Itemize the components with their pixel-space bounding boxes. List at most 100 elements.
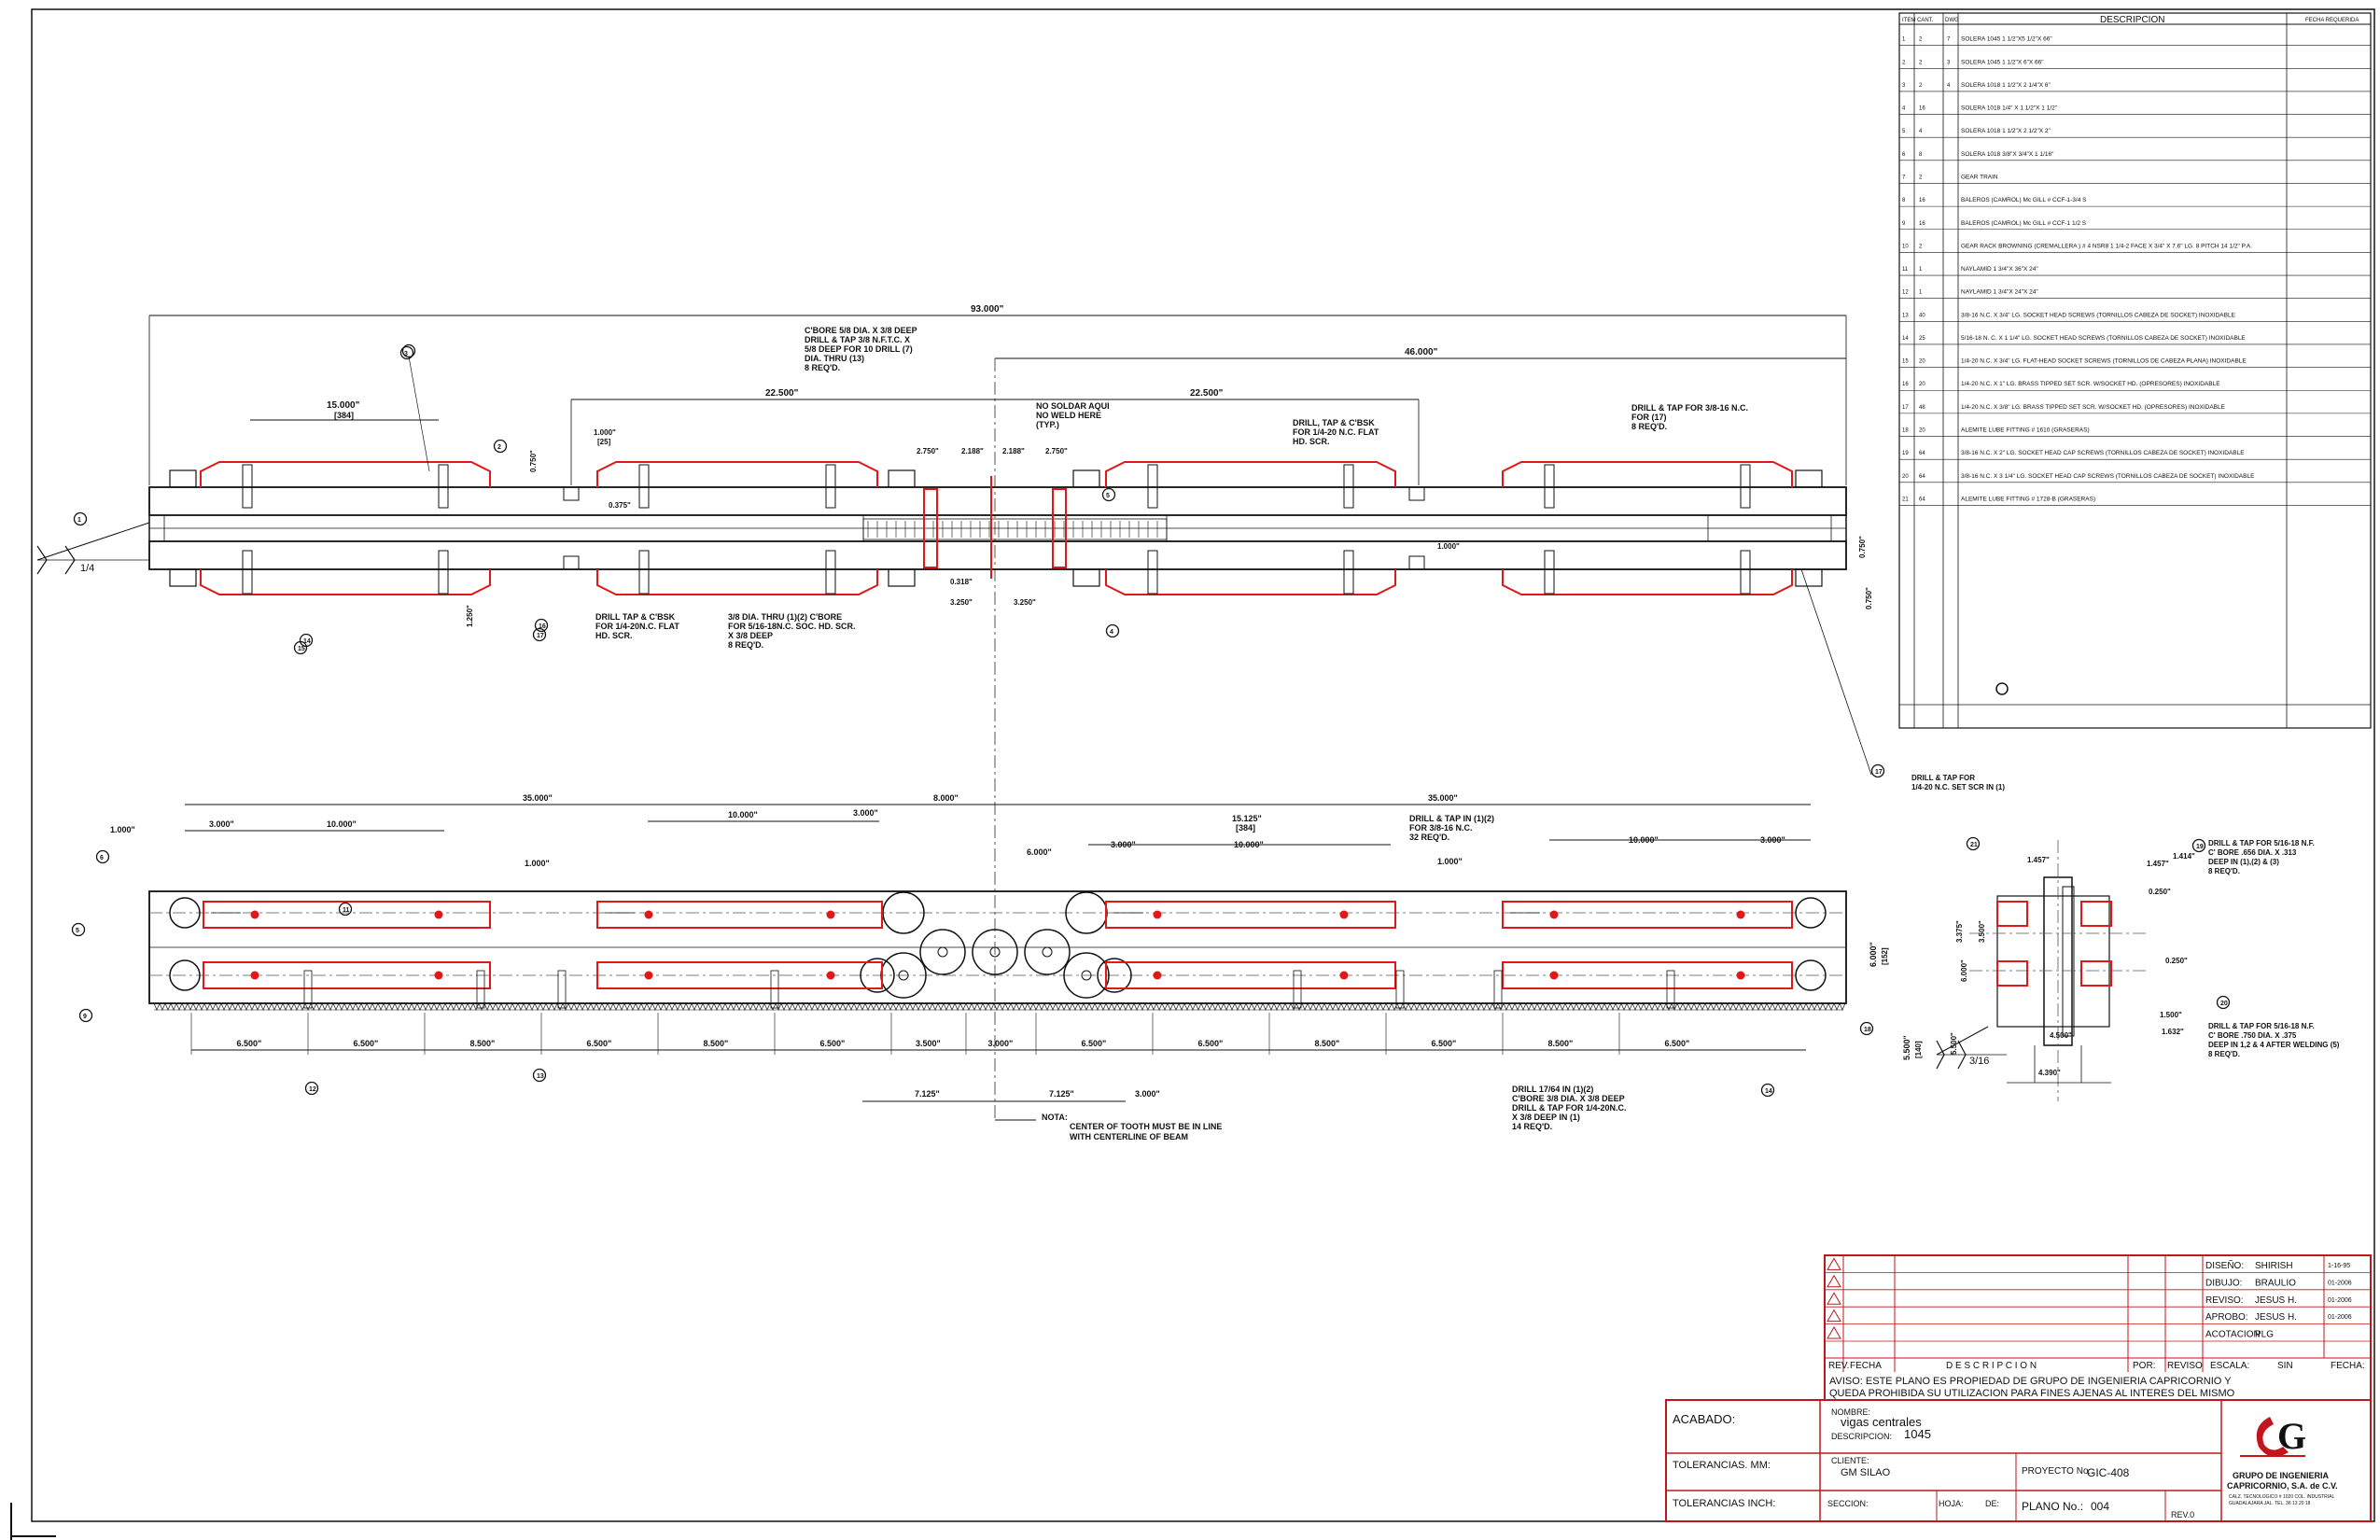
rev-header-escala-val: SIN (2277, 1361, 2293, 1371)
dim-3000a: 3.000" (209, 819, 234, 829)
weld-size-top: 1/4 (80, 563, 94, 574)
tb-hoja: HOJA: (1939, 1499, 1964, 1508)
bom-item: 4 (1902, 106, 1906, 112)
dim-bottom-3: 6.500" (587, 1039, 612, 1048)
top-view-assembly: 93.000" 46.000" 22.500" 22.500" 15.000" … (36, 304, 1873, 1120)
balloon-number: 3 (404, 351, 408, 357)
approval-label: APROBO: (2205, 1312, 2248, 1323)
dim-e3: 1.000" (1437, 857, 1463, 866)
dim-d10: 1.250" (466, 605, 474, 627)
dim-3000d: 3.000" (1760, 835, 1785, 845)
dim-left-span: 22.500" (765, 388, 799, 399)
dim-bottom-10: 8.500" (1315, 1039, 1340, 1048)
front-view-assembly: 35.000" 35.000" 8.000" 6.000" 3.000" 10.… (110, 793, 1923, 1141)
dim-half: 46.000" (1405, 347, 1438, 357)
balloon-number: 17 (1875, 769, 1883, 776)
dim-seg2: 10.000" (728, 810, 758, 819)
dim-top-r-mm: [384] (1236, 823, 1255, 833)
dim-seg1: 10.000" (327, 819, 357, 829)
bom-cant: 2 (1919, 244, 1923, 249)
dim-d7: 3.250" (950, 598, 973, 607)
bom-item: 17 (1902, 405, 1909, 411)
bom-cant: 2 (1919, 83, 1923, 89)
dim-overall: 93.000" (971, 304, 1004, 315)
tb-proyecto: GIC-408 (2087, 1466, 2130, 1479)
bom-header-descripcion: DESCRIPCION (2100, 15, 2164, 25)
tb-descripcion: 1045 (1904, 1427, 1931, 1441)
approval-label: DISEÑO: (2205, 1259, 2244, 1271)
approval-date: 01-2006 (2328, 1297, 2352, 1304)
bom-cant: 16 (1919, 221, 1925, 227)
dim-bottom-c2: 6.000" (1027, 847, 1052, 857)
balloon-number: 2 (497, 444, 501, 451)
bom-desc: 3/8-16 N.C. X 2" LG. SOCKET HEAD CAP SCR… (1961, 450, 2245, 456)
dim-7125a: 7.125" (915, 1089, 940, 1099)
note-drill-r-line: HD. SCR. (1293, 437, 1330, 446)
dim-d1: 1.000" (594, 428, 616, 437)
tb-de: DE: (1985, 1499, 1999, 1508)
balloon (493, 439, 508, 454)
upper-beam (148, 486, 1847, 516)
bom-desc: GEAR RACK BROWNING (CREMALLERA ) # 4 NSR… (1961, 243, 2252, 249)
bom-cant: 1 (1919, 267, 1923, 273)
section-dim-d_e: 1.500" (2160, 1011, 2182, 1019)
balloon-number: 11 (343, 907, 350, 914)
bom-desc: SOLERA 1018 3/8"X 3/4"X 1 1/16" (1961, 151, 2054, 158)
dim-d1mm: [25] (597, 438, 611, 446)
dim-d4: 2.188" (961, 447, 984, 455)
rev-header-reviso: REVISO (2167, 1361, 2203, 1371)
balloon-number: 15 (298, 646, 305, 652)
dim-d14: 0.750" (1858, 536, 1867, 558)
note-drill-bot-f-line: DRILL & TAP FOR 1/4-20N.C. (1512, 1103, 1627, 1113)
note-drill-l-line: HD. SCR. (595, 631, 633, 640)
section-note-line: DEEP IN 1,2 & 4 AFTER WELDING (5) (2208, 1041, 2340, 1049)
note-drill-front-top: DRILL & TAP IN (1)(2)FOR 3/8-16 N.C.32 R… (1409, 814, 1494, 842)
dim-d3: 2.750" (917, 447, 939, 455)
tb-company4: GUADALAJARA JAL. TEL. 36 13 20 18 (2229, 1501, 2311, 1506)
dim-3000b: 3.000" (853, 808, 878, 818)
note-thru-line: X 3/8 DEEP (728, 631, 773, 640)
bom-cant: 2 (1919, 37, 1923, 43)
dim-seg-mm: [384] (334, 411, 354, 420)
bom-item: 16 (1902, 382, 1909, 387)
section-dim-d_h: 4.390" (2038, 1069, 2061, 1077)
bom-desc: GEAR TRAIN (1961, 174, 1998, 180)
bom-desc: 1/4-20 N.C. X 1" LG. BRASS TIPPED SET SC… (1961, 381, 2220, 387)
balloon-number: 18 (1864, 1027, 1871, 1033)
section-note-line: 8 REQ'D. (2208, 1050, 2240, 1058)
bom-desc: 3/8-16 N.C. X 3/4" LG. SOCKET HEAD SCREW… (1961, 312, 2236, 318)
approval-date: 01-2006 (2328, 1314, 2352, 1321)
note-drill-tap-r-line: FOR (17) (1631, 413, 1667, 422)
nota-line2: WITH CENTERLINE OF BEAM (1070, 1132, 1188, 1141)
dim-d13: 1.000" (1437, 542, 1460, 551)
approval-label: DIBUJO: (2205, 1278, 2242, 1288)
balloon (534, 618, 549, 633)
approval-name: JESUS H. (2255, 1295, 2297, 1306)
bom-item: 20 (1902, 474, 1909, 480)
balloon-number: 19 (2196, 844, 2204, 850)
tb-rev: REV.0 (2171, 1510, 2194, 1519)
note-drill-tap-r-line: DRILL & TAP FOR 3/8-16 N.C. (1631, 403, 1748, 413)
note-thru-line: FOR 5/16-18N.C. SOC. HD. SCR. (728, 622, 856, 631)
note-drill-bot-f-line: C'BORE 3/8 DIA. X 3/8 DEEP (1512, 1094, 1625, 1103)
bom-dwg: 7 (1947, 37, 1951, 43)
note-solder-line: (TYP.) (1036, 420, 1059, 429)
note-drill-front-bottom: DRILL 17/64 IN (1)(2)C'BORE 3/8 DIA. X 3… (1512, 1085, 1627, 1131)
balloon (532, 1068, 547, 1083)
tb-descripcion-label: DESCRIPCION: (1831, 1432, 1892, 1441)
note-drill-bot-f-line: X 3/8 DEEP IN (1) (1512, 1113, 1580, 1122)
lower-beam (148, 540, 1847, 570)
dim-d11: 0.750" (529, 450, 538, 472)
bom-cant: 20 (1919, 359, 1925, 365)
dim-e1: 1.000" (110, 825, 135, 834)
bom-cant: 16 (1919, 198, 1925, 203)
balloon-number: 6 (100, 855, 104, 861)
bom-header-item: ITEM (1902, 18, 1915, 23)
bom-desc: SOLERA 1045 1 1/2"X5 1/2"X 66" (1961, 36, 2052, 43)
balloon-number: 17 (537, 633, 544, 639)
balloon-number: 5 (1106, 493, 1110, 499)
bom-item: 19 (1902, 451, 1909, 456)
section-dim-d_g: 4.500" (2050, 1031, 2072, 1040)
